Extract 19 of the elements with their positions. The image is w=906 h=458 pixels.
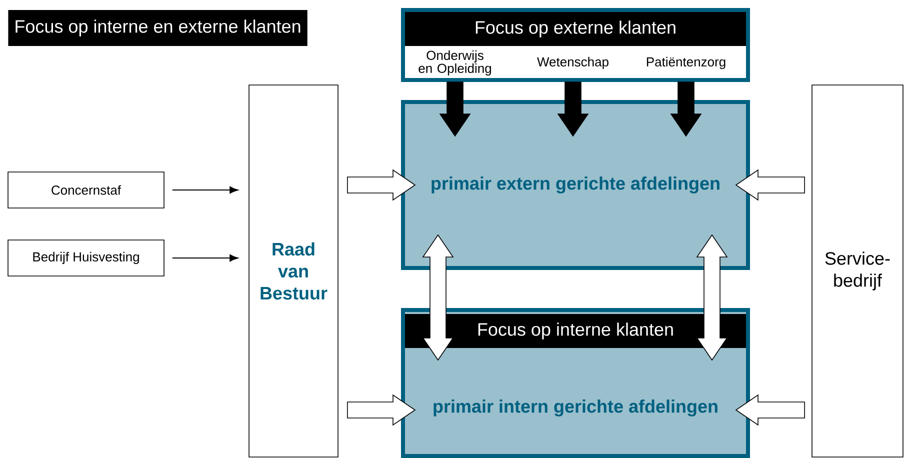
block-arrow [347,394,416,426]
category-label: Onderwijs en Opleiding [418,50,491,76]
arrow [172,186,238,194]
category-label: Patiëntenzorg [646,56,726,70]
service-column: Service- bedrijf [812,84,904,458]
unit-box: Bedrijf Huisvesting [8,240,164,276]
block-arrow [735,169,805,201]
board-column: Raad van Bestuur [248,84,338,458]
category-label: Wetenschap [537,56,608,70]
block-arrow [557,82,589,137]
block-arrow [670,82,702,137]
title-banner: Focus op interne en externe klanten [8,10,308,46]
unit-box: Concernstaf [8,172,164,208]
block-arrow [347,169,416,201]
block-arrow [735,394,805,426]
arrow [172,254,238,262]
department-box: Focus op interne klanten primair intern gerichte afdelingen [401,308,750,458]
department-box: primair extern gerichte afdelingen [401,100,750,270]
block-arrow [439,82,471,137]
